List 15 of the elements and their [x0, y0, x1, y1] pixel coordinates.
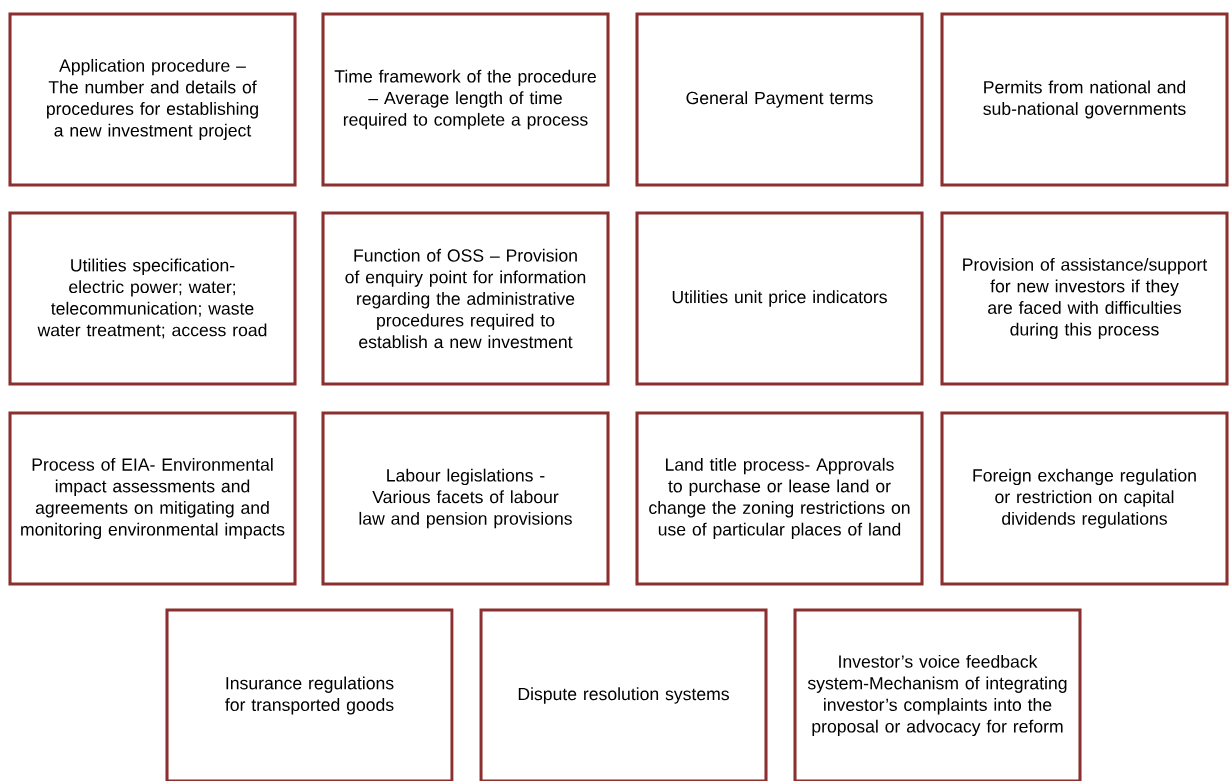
text-box: Utilities unit price indicators — [635, 211, 924, 386]
text-box: Insurance regulations for transported goods — [165, 608, 454, 781]
text-box: General Payment terms — [635, 12, 924, 187]
text-box: Process of EIA- Environmental impact assessments and agreements on mitigating and monitoring environmental impacts — [8, 411, 297, 586]
text-box: Dispute resolution systems — [479, 608, 768, 781]
text-box: Application procedure – The number and details of procedures for establishing a new investment project — [8, 12, 297, 187]
text-box: Permits from national and sub-national governments — [940, 12, 1229, 187]
text-box: Provision of assistance/support for new investors if they are faced with difficulties during this process — [940, 211, 1229, 386]
text-box: Time framework of the procedure – Average length of time required to complete a process — [321, 12, 610, 187]
text-box: Land title process- Approvals to purchase or lease land or change the zoning restrictions on use of particular places of land — [635, 411, 924, 586]
text-box: Function of OSS – Provision of enquiry point for information regarding the administrative procedures required to establish a new investment — [321, 211, 610, 386]
text-box: Labour legislations - Various facets of labour law and pension provisions — [321, 411, 610, 586]
text-box: Foreign exchange regulation or restriction on capital dividends regulations — [940, 411, 1229, 586]
text-box: Utilities specification- electric power; water; telecommunication; waste water treatment; access road — [8, 211, 297, 386]
text-box: Investor’s voice feedback system-Mechanism of integrating investor’s complaints into the proposal or advocacy for reform — [793, 608, 1082, 781]
